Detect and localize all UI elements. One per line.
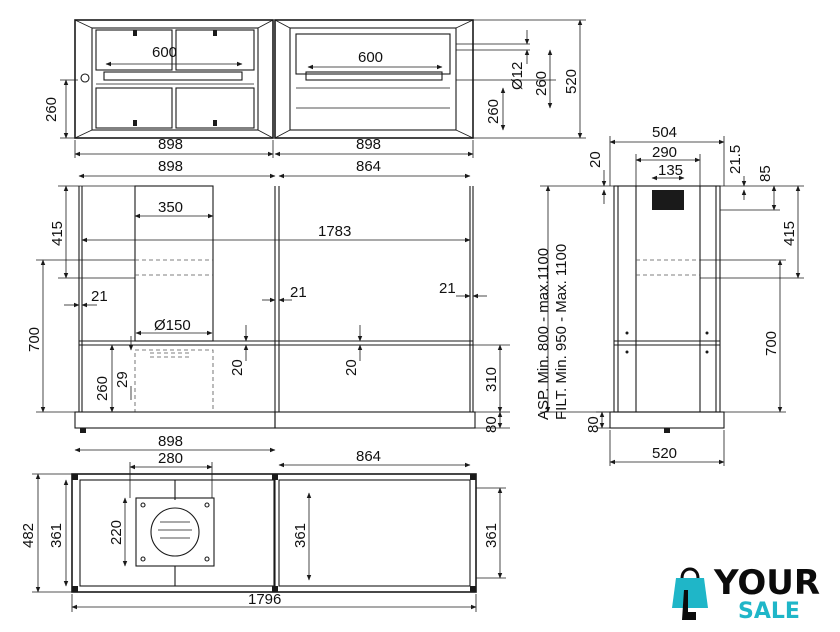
your-sale-logo: YOUR SALE — [672, 563, 820, 624]
dim-base-right: 310 — [483, 367, 500, 392]
dim-width-left: 898 — [158, 136, 183, 153]
dim-plan-inner-mid: 361 — [292, 523, 309, 548]
dim-plan-cutout: 280 — [158, 450, 183, 467]
dim-chimney-height: 415 — [49, 221, 66, 246]
dim-shelf-left: 20 — [229, 359, 246, 376]
dim-side-left: 21 — [91, 288, 108, 305]
dim-plan-right: 864 — [356, 448, 381, 465]
side-view: 504 290 135 20 80 ASP. Min. 80 — [535, 124, 804, 466]
label-asp: ASP. Min. 800 - max.1100 — [535, 248, 552, 420]
dim-width-right: 898 — [356, 136, 381, 153]
dim-height-total: 520 — [563, 69, 580, 94]
dim-side-right: 21 — [439, 280, 456, 297]
dim-plinth: 80 — [483, 416, 500, 433]
dim-hole: Ø12 — [509, 62, 526, 90]
label-filt: FILT. Min. 950 - Max. 1100 — [553, 244, 570, 420]
dim-offset2: 85 — [757, 165, 774, 182]
dim-side-bottom: 520 — [652, 445, 677, 462]
dim-height-left: 260 — [43, 97, 60, 122]
shopping-bag-hand-icon — [672, 567, 708, 620]
dim-plan-depth: 482 — [20, 523, 37, 548]
dim-side-plinth: 80 — [585, 416, 602, 433]
dim-base-left: 260 — [94, 376, 111, 401]
front-view: 898 864 350 1783 415 — [26, 158, 510, 433]
dim-cabinet-height: 700 — [26, 327, 43, 352]
dim-base-small: 29 — [114, 371, 131, 388]
logo-word-your: YOUR — [713, 563, 820, 603]
dim-side-mid: 21 — [290, 284, 307, 301]
dim-plan-total: 1796 — [248, 591, 281, 608]
dim-span: 1783 — [318, 223, 351, 240]
dim-duct-side: 135 — [658, 162, 683, 179]
dim-side-chimney: 415 — [781, 221, 798, 246]
dim-plan-cut: 220 — [108, 520, 125, 545]
dim-side-cabinet: 700 — [763, 331, 780, 356]
dim-plan-inner-right: 361 — [483, 523, 500, 548]
dim-shelf-right: 20 — [343, 359, 360, 376]
plan-view: 898 280 864 482 361 220 — [20, 433, 506, 612]
dim-offset1: 21.5 — [727, 145, 744, 174]
dim-height-right-outer: 260 — [485, 99, 502, 124]
dim-inner: 290 — [652, 144, 677, 161]
top-view: 600 600 898 898 260 Ø12 260 520 260 — [43, 19, 586, 158]
dim-duct: Ø150 — [154, 317, 191, 334]
logo-word-sale: SALE — [738, 599, 800, 624]
dim-side-20: 20 — [587, 151, 604, 168]
dim-drawer-left: 600 — [152, 44, 177, 61]
dim-plan-left: 898 — [158, 433, 183, 450]
dim-depth: 504 — [652, 124, 677, 141]
dim-plan-inner-left: 361 — [48, 523, 65, 548]
dim-drawer-right: 600 — [358, 49, 383, 66]
dim-front-left: 898 — [158, 158, 183, 175]
dim-front-right: 864 — [356, 158, 381, 175]
dim-chimney: 350 — [158, 199, 183, 216]
dim-height-right-inner: 260 — [533, 71, 550, 96]
